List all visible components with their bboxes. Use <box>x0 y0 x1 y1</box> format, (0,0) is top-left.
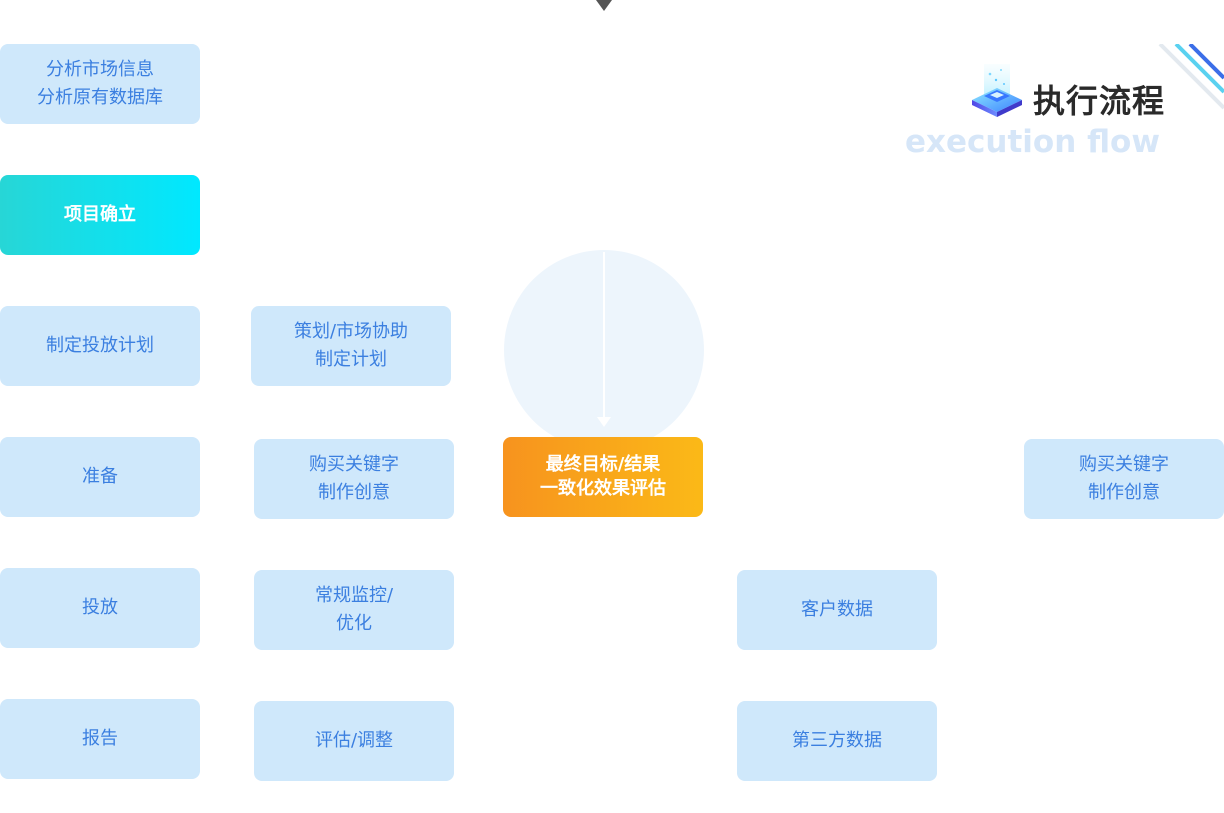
page-title: 执行流程 <box>1033 82 1166 120</box>
node-third-party-data: 第三方数据 <box>737 701 937 781</box>
node-monitor: 常规监控/ 优化 <box>254 570 454 650</box>
node-text: 购买关键字 <box>1079 454 1169 475</box>
node-text: 制作创意 <box>1088 482 1160 503</box>
flow-arrowhead <box>597 417 611 427</box>
node-text: 项目确立 <box>64 204 136 225</box>
flow-line <box>603 252 605 418</box>
node-final-goal: 最终目标/结果 一致化效果评估 <box>503 437 703 517</box>
node-text: 分析原有数据库 <box>37 87 163 108</box>
node-text: 制定投放计划 <box>46 335 154 356</box>
node-planning-assist: 策划/市场协助 制定计划 <box>251 306 451 386</box>
node-project-setup: 项目确立 <box>0 175 200 255</box>
node-text: 制作创意 <box>318 482 390 503</box>
diagonal-stripes-decoration <box>1158 44 1224 110</box>
node-prepare: 准备 <box>0 437 200 517</box>
node-text: 购买关键字 <box>309 454 399 475</box>
node-text: 制定计划 <box>315 349 387 370</box>
node-buy-keywords: 购买关键字 制作创意 <box>254 439 454 519</box>
node-buy-keywords-right: 购买关键字 制作创意 <box>1024 439 1224 519</box>
node-text: 准备 <box>82 466 118 487</box>
node-make-plan: 制定投放计划 <box>0 306 200 386</box>
node-text: 分析市场信息 <box>46 59 154 80</box>
node-text: 报告 <box>82 728 118 749</box>
node-text: 一致化效果评估 <box>540 478 666 499</box>
node-evaluate: 评估/调整 <box>254 701 454 781</box>
node-text: 优化 <box>336 613 372 634</box>
node-text: 最终目标/结果 <box>545 454 661 475</box>
node-text: 评估/调整 <box>314 730 394 751</box>
node-text: 客户数据 <box>801 599 873 620</box>
node-text: 第三方数据 <box>792 730 882 751</box>
page-subtitle: execution flow <box>904 124 1160 160</box>
node-text: 投放 <box>82 597 118 618</box>
node-report: 报告 <box>0 699 200 779</box>
node-deliver: 投放 <box>0 568 200 648</box>
top-arrow-indicator <box>596 0 612 11</box>
node-analyze-market: 分析市场信息 分析原有数据库 <box>0 44 200 124</box>
node-customer-data: 客户数据 <box>737 570 937 650</box>
isometric-server-stack-icon <box>972 64 1022 117</box>
node-text: 常规监控/ <box>314 585 394 606</box>
node-text: 策划/市场协助 <box>293 321 409 342</box>
